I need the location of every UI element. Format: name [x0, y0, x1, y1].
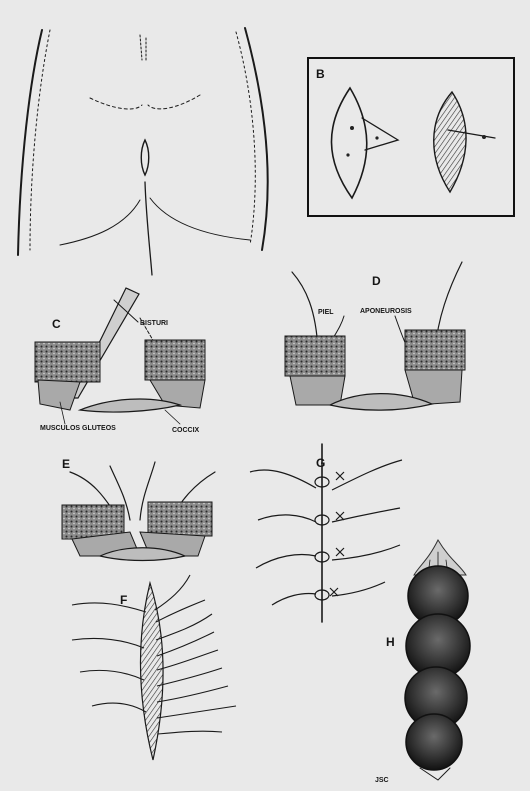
panel-b-letter: B — [316, 67, 325, 81]
panel-e-closure-cross-section: E — [62, 457, 215, 561]
tissue-block-left — [285, 336, 345, 376]
panel-d-letter: D — [372, 274, 381, 288]
panel-b-incision-detail: B — [308, 58, 514, 216]
tissue-block-left — [35, 342, 100, 382]
panel-f-letter: F — [120, 593, 127, 607]
artist-signature: JSC — [375, 777, 389, 784]
label-musculos-gluteos: MUSCULOS GLUTEOS — [40, 425, 116, 432]
tissue-block-right — [145, 340, 205, 380]
label-aponeurosis: APONEUROSIS — [360, 308, 412, 315]
label-coccix: COCCIX — [172, 427, 200, 434]
tissue-block-right — [405, 330, 465, 370]
panel-f-sutured-wound: F — [72, 575, 236, 760]
panel-a-buttocks-illustration — [18, 28, 268, 275]
panel-c-letter: C — [52, 317, 61, 331]
gauze-pad-4 — [406, 714, 462, 770]
panel-g-letter: G — [316, 456, 325, 470]
label-bisturi: BISTURI — [140, 320, 168, 327]
panel-d-suture-layers: D PIEL APONEUROSIS — [285, 262, 465, 410]
panel-g-interrupted-sutures: G — [250, 444, 402, 622]
panel-c-excision-cross-section: C BISTURI MUSCULOS GLUTEOS COCCIX — [35, 288, 205, 434]
panel-h-letter: H — [386, 635, 395, 649]
panel-e-letter: E — [62, 457, 70, 471]
label-piel: PIEL — [318, 309, 334, 316]
tissue-block-right — [148, 502, 212, 536]
panel-h-gauze-packing: H — [386, 540, 470, 780]
